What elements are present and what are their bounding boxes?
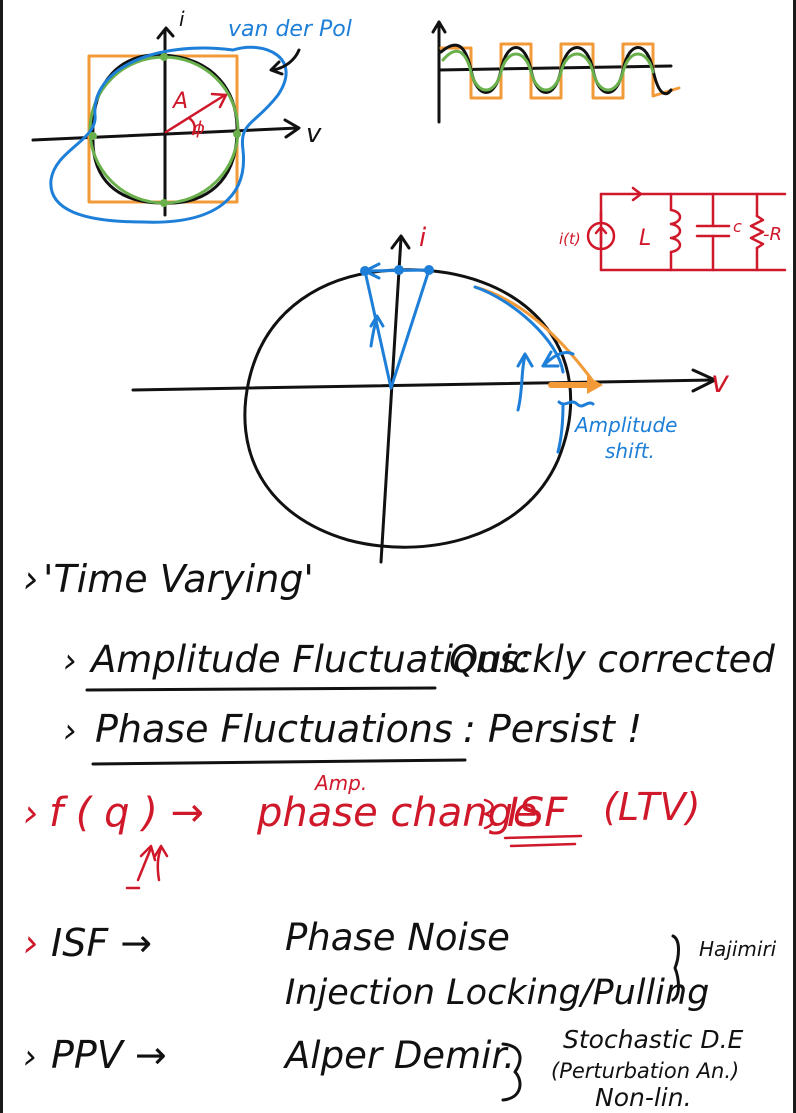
amplitude-shift-label-2: shift. [605, 439, 655, 463]
v-axis-large [131, 378, 715, 392]
phase-plane-sketch: v i Amplitude shift. [131, 223, 730, 564]
note-line-2b: Quickly corrected [449, 638, 775, 681]
underline-amplitude [85, 686, 437, 692]
q-arrowhead-2 [153, 844, 169, 858]
note-bullet: › [63, 711, 77, 751]
cycle-dot [160, 199, 168, 207]
resistor-label: -R [763, 224, 782, 245]
amplitude-vector [164, 93, 227, 134]
cycle-dot [89, 132, 97, 140]
note-bullet: › [23, 921, 38, 965]
note-line-6c: Stochastic D.E [563, 1025, 744, 1054]
brace-demir [501, 1042, 522, 1102]
underline-phase [91, 758, 467, 766]
capacitor-label: c [733, 217, 742, 236]
note-line-6a: PPV → [51, 1033, 167, 1077]
amplitude-shift-brace [557, 400, 595, 408]
relaxation-arrowhead [516, 352, 534, 368]
curly-brace [483, 798, 494, 830]
note-line-4b: phase change [256, 790, 538, 836]
limit-cycle-large [243, 268, 573, 549]
inductor-coil [669, 208, 682, 254]
note-line-6e: Non-lin. [595, 1083, 692, 1112]
relaxation-curve [473, 285, 565, 374]
brace-hajimiri [671, 934, 680, 1002]
i-axis-large [379, 236, 403, 564]
waveform-sketch [431, 20, 681, 124]
sine-waveform [441, 49, 655, 92]
van-der-pol-pointer-head [269, 60, 284, 76]
current-source-arrowhead [594, 225, 608, 235]
note-line-4d: (LTV) [603, 785, 700, 829]
note-bullet: › [23, 557, 38, 601]
amplitude-shift-curve [473, 285, 597, 386]
phase-point [394, 265, 404, 275]
note-line-6b: Alper Demir. [283, 1034, 515, 1077]
cycle-dot [160, 53, 168, 61]
relaxation-arrow [516, 354, 527, 412]
underline-isf [503, 834, 583, 840]
note-line-5c: Injection Locking/Pulling [285, 973, 709, 1013]
note-line-5a: ISF → [51, 921, 152, 965]
van-der-pol-cycle [49, 45, 288, 224]
note-line-5b: Phase Noise [285, 916, 510, 959]
amplitude-label: A [171, 89, 188, 114]
phase-arc [187, 116, 196, 136]
axis-i-large-label: i [419, 223, 427, 253]
note-bullet: › [23, 791, 38, 835]
van-der-pol-pointer [271, 48, 301, 72]
note-line-1: 'Time Varying' [43, 557, 314, 601]
perturbation-line [389, 268, 431, 390]
axis-v-large-label: v [711, 365, 730, 400]
cycle-dot [233, 130, 241, 138]
current-source [586, 221, 616, 251]
v-axis-large-arrowhead [691, 368, 717, 393]
limit-cycle-sketch: i v A ϕ van der Pol [31, 7, 352, 224]
axis-i-label: i [179, 7, 185, 31]
q-arrow [136, 846, 153, 882]
amplitude-shift-pointer [556, 403, 565, 454]
note-line-4a: f ( q ) → [49, 790, 204, 836]
inductor-label: L [639, 226, 651, 251]
source-label: i(t) [559, 230, 581, 248]
note-line-3b: : Persist ! [463, 707, 642, 751]
note-line-6d: (Perturbation An.) [551, 1059, 739, 1083]
return-arrowhead [541, 350, 560, 368]
handwritten-notes-canvas: i v A ϕ van der Pol [23, 7, 787, 1112]
phase-label: ϕ [193, 118, 205, 139]
i-axis-large-arrowhead [390, 234, 411, 250]
note-line-2a: Amplitude Fluctuations: [89, 638, 531, 681]
note-line-4c: ISF [507, 790, 568, 836]
notes-section: › 'Time Varying' › Amplitude Fluctuation… [23, 557, 777, 1112]
amplitude-arrowhead [210, 92, 228, 109]
lc-tank-circuit: i(t) L c -R [559, 186, 787, 272]
note-bullet: › [23, 1037, 37, 1077]
waveform-time-axis [437, 64, 673, 72]
waveform-y-arrowhead [431, 20, 447, 34]
i-axis-arrowhead [156, 26, 175, 40]
axis-v-label: v [306, 119, 322, 149]
q-arrowhead [139, 844, 157, 862]
van-der-pol-label: van der Pol [228, 17, 352, 42]
perturbation-arrowhead [369, 314, 385, 328]
underline-isf-2 [509, 842, 577, 848]
current-direction-arrow [631, 186, 643, 202]
amplitude-shift-arrowhead [587, 376, 603, 394]
resistor-zigzag [749, 214, 765, 250]
note-bullet: › [63, 641, 77, 681]
note-line-5d: Hajimiri [699, 937, 777, 961]
amplitude-shift-label-1: Amplitude [573, 413, 678, 437]
q-arrow-2 [156, 846, 163, 882]
note-line-4-amp: Amp. [313, 771, 367, 795]
perturbation-line [363, 269, 393, 390]
v-axis-arrowhead [283, 118, 301, 139]
note-line-3a: Phase Fluctuations [95, 707, 453, 751]
